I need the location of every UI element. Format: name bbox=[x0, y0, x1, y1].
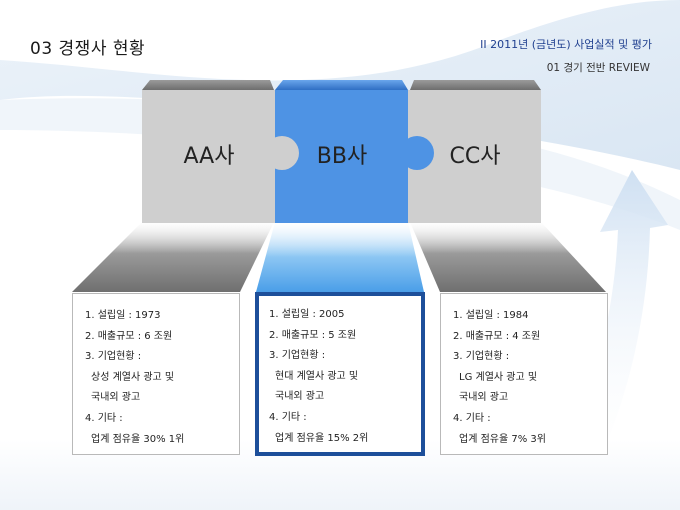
info-line: 1. 설립일 : 2005 bbox=[269, 309, 345, 320]
info-line: 3. 기업현황 : bbox=[269, 350, 326, 362]
funnel-cc bbox=[410, 222, 606, 292]
page-title: 03 경쟁사 현황 bbox=[30, 39, 146, 59]
info-line: LG 계열사 광고 및 bbox=[459, 371, 538, 383]
info-line: 1. 설립일 : 1973 bbox=[85, 310, 161, 321]
info-line: 2. 매출규모 : 4 조원 bbox=[453, 330, 541, 342]
puzzle-knob-bb bbox=[400, 136, 434, 170]
info-card-aa: 1. 설립일 : 1973 2. 매출규모 : 6 조원 3. 기업현황 : 상… bbox=[72, 293, 240, 455]
funnel-bb bbox=[256, 222, 424, 292]
subsection-heading: 01 경기 전반 REVIEW bbox=[546, 62, 650, 74]
info-card-bb: 1. 설립일 : 2005 2. 매출규모 : 5 조원 3. 기업현황 : 현… bbox=[255, 292, 425, 456]
info-line: 업계 점유율 7% 3위 bbox=[459, 433, 546, 445]
info-line: 국내외 광고 bbox=[275, 391, 325, 403]
info-line: 4. 기타 : bbox=[269, 411, 307, 423]
info-line: 국내외 광고 bbox=[91, 392, 141, 404]
funnel-aa bbox=[72, 222, 274, 292]
puzzle-piece-aa bbox=[142, 90, 275, 223]
company-name-cc: CC사 bbox=[449, 144, 501, 169]
info-line: 4. 기타 : bbox=[453, 412, 491, 424]
info-line: 업계 점유율 30% 1위 bbox=[91, 433, 185, 445]
company-name-aa: AA사 bbox=[183, 144, 235, 169]
info-line: 3. 기업현황 : bbox=[453, 351, 510, 363]
info-line: 상성 계열사 광고 및 bbox=[91, 371, 175, 383]
info-line: 현대 계열사 광고 및 bbox=[275, 370, 359, 382]
section-heading: II 2011년 (금년도) 사업실적 및 평가 bbox=[480, 38, 652, 51]
info-line: 4. 기타 : bbox=[85, 412, 123, 424]
company-name-bb: BB사 bbox=[316, 144, 368, 169]
info-line: 2. 매출규모 : 5 조원 bbox=[269, 329, 357, 341]
info-line: 국내외 광고 bbox=[459, 392, 509, 404]
info-line: 1. 설립일 : 1984 bbox=[453, 310, 529, 321]
info-line: 3. 기업현황 : bbox=[85, 351, 142, 363]
info-line: 업계 점유율 15% 2위 bbox=[275, 432, 369, 444]
info-card-cc: 1. 설립일 : 1984 2. 매출규모 : 4 조원 3. 기업현황 : L… bbox=[440, 293, 608, 455]
puzzle-knob-aa bbox=[265, 136, 299, 170]
info-line: 2. 매출규모 : 6 조원 bbox=[85, 330, 173, 342]
